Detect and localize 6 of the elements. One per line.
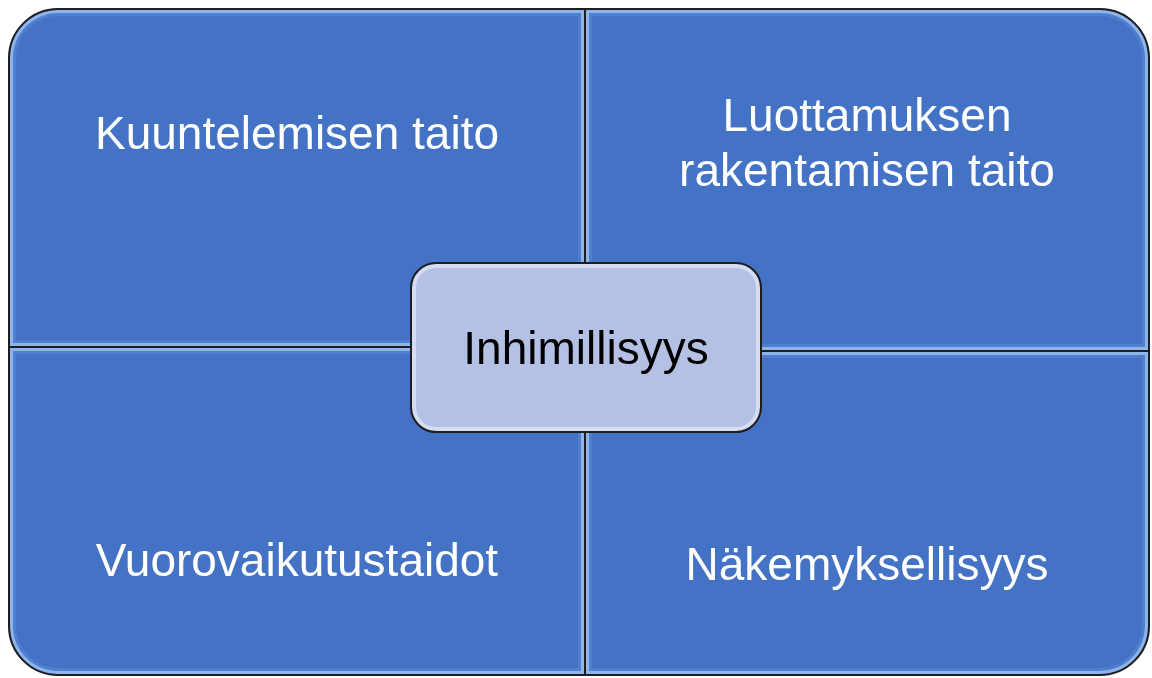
node-label: Inhimillisyys: [463, 320, 709, 375]
node-label: Vuorovaikutustaidot: [95, 532, 499, 588]
center-box: [410, 262, 762, 433]
node-label: Näkemyksellisyys: [685, 536, 1049, 592]
node-label: Luottamuksen rakentamisen taito: [678, 88, 1056, 199]
node-label: Kuuntelemisen taito: [95, 106, 499, 161]
